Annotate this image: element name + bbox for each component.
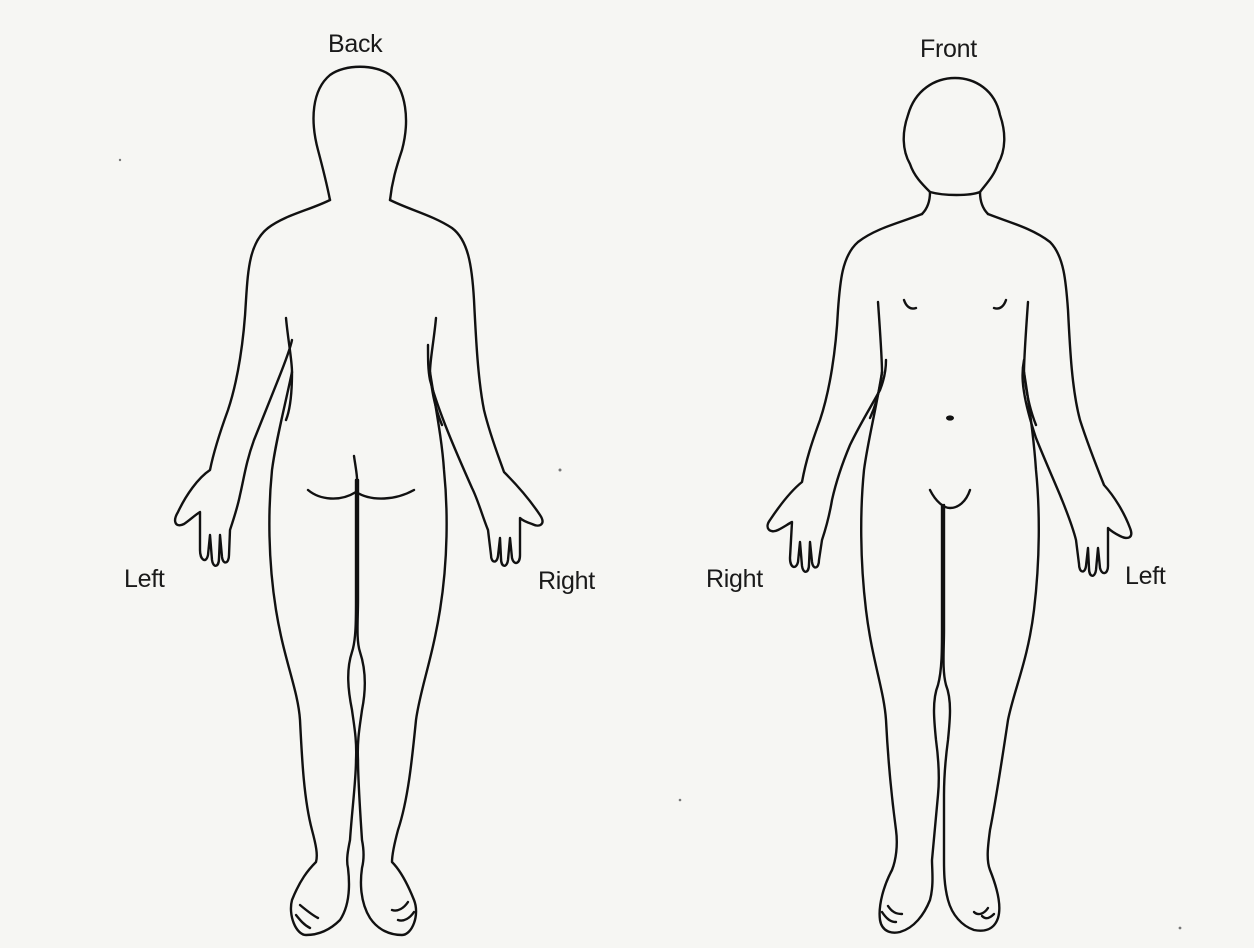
front-groin-curve [930,490,970,508]
back-view-left-label: Left [124,565,165,594]
front-left-chest-mark [994,300,1006,309]
back-right-foot-toes [392,902,414,921]
front-head-outline [904,78,1005,195]
back-left-arm-outline [175,200,330,566]
paper-speck [679,799,682,802]
front-view-figure [768,78,1132,933]
back-head-outline [314,67,406,200]
front-neck-right [980,192,988,214]
back-view-figure [175,67,542,935]
back-right-arm-outline [390,200,542,566]
front-view-right-label: Right [706,565,763,594]
front-left-leg-outline [944,372,1039,931]
back-right-leg-outline [358,372,447,935]
back-left-inner-arm [286,318,292,420]
paper-speck [119,159,121,161]
front-right-leg-outline [861,372,942,933]
front-left-arm-outline [988,214,1131,576]
front-navel [946,415,954,420]
front-right-arm-outline [768,214,922,572]
back-view-title: Back [328,30,382,59]
paper-speck [1179,927,1182,930]
front-neck-left [922,192,930,214]
back-buttocks-crease [308,490,414,499]
front-view-left-label: Left [1125,562,1166,591]
back-view-right-label: Right [538,567,595,596]
front-left-foot-toes [974,908,994,918]
back-left-foot-toes [296,905,318,928]
front-view-title: Front [920,35,977,64]
front-right-chest-mark [904,300,916,309]
front-right-foot-toes [882,906,902,922]
back-left-leg-outline [269,372,356,935]
paper-speck [559,469,562,472]
